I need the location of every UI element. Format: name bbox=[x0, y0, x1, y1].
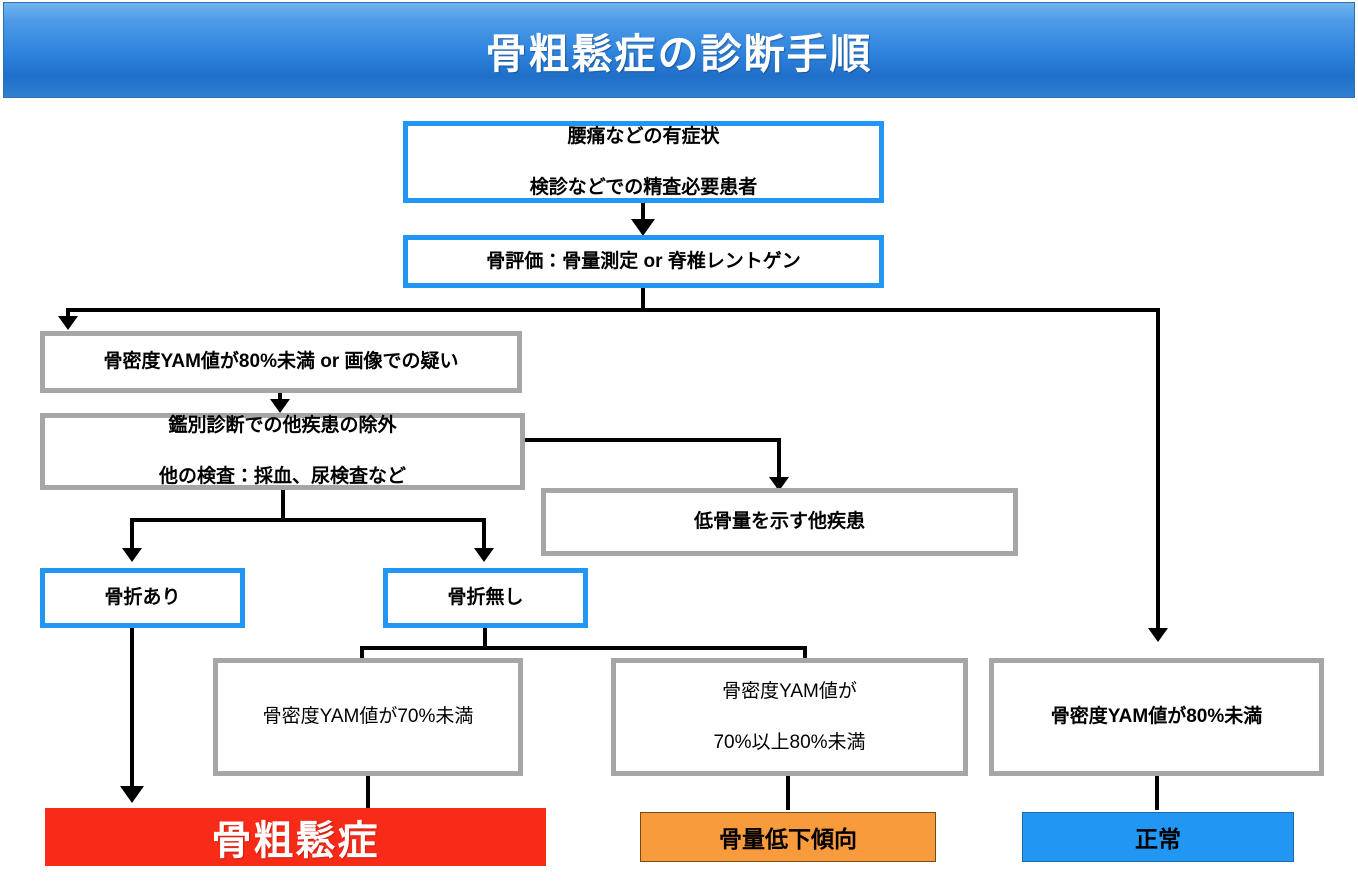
result-low-bone-mass-tendency: 骨量低下傾向 bbox=[640, 812, 936, 862]
connector-bone-evaluation-stem bbox=[641, 288, 645, 312]
arrowhead-bus-to-yam-under-80 bbox=[1148, 628, 1168, 642]
node-yam-under-80-or-imaging: 骨密度YAM値が80%未満 or 画像での疑い bbox=[40, 331, 522, 393]
node-bone-evaluation: 骨評価：骨量測定 or 脊椎レントゲン bbox=[403, 235, 884, 288]
node-differential-diagnosis: 鑑別診断での他疾患の除外 他の検査：採血、尿検査など bbox=[40, 413, 525, 490]
result-osteoporosis-label: 骨粗鬆症 bbox=[211, 819, 380, 863]
connector-differential-to-other-disease-horizontal bbox=[525, 438, 781, 442]
node-yam-under-70-line-1: 骨密度YAM値が70%未満 bbox=[262, 706, 474, 728]
connector-bus-to-yam80-imaging bbox=[66, 308, 70, 318]
node-yam-70-to-80-line-2: 70%以上80%未満 bbox=[713, 731, 866, 753]
connector-yam-under-80-to-normal bbox=[1155, 776, 1159, 810]
connector-differential-to-other-disease-vertical bbox=[777, 438, 781, 480]
node-fracture-absent: 骨折無し bbox=[383, 568, 588, 628]
node-entry-line-2: 検診などでの精査必要患者 bbox=[529, 176, 758, 198]
node-yam-under-80-or-imaging-line-1: 骨密度YAM値が80%未満 or 画像での疑い bbox=[103, 351, 459, 373]
node-yam-70-to-80-line-1: 骨密度YAM値が bbox=[722, 680, 857, 702]
result-normal-label: 正常 bbox=[1135, 826, 1181, 852]
node-yam-under-70: 骨密度YAM値が70%未満 bbox=[213, 658, 523, 776]
connector-fracture-bus bbox=[130, 518, 486, 522]
connector-fracture-absent-stem bbox=[483, 628, 487, 650]
connector-yam80-imaging-to-differential bbox=[278, 393, 282, 401]
connector-bus-to-yam-under-70 bbox=[360, 646, 364, 660]
connector-yam-70-to-80-to-low-bone-mass bbox=[786, 776, 790, 810]
connector-fracture-present-to-osteoporosis bbox=[130, 628, 134, 788]
arrowhead-bus-to-fracture-absent bbox=[474, 548, 494, 562]
node-yam-under-80-line-1: 骨密度YAM値が80%未満 bbox=[1050, 706, 1263, 728]
connector-bone-evaluation-bus bbox=[66, 308, 1160, 312]
result-normal: 正常 bbox=[1022, 812, 1294, 862]
connector-bus-to-fracture-absent bbox=[482, 518, 486, 550]
connector-bus-to-fracture-present bbox=[130, 518, 134, 550]
connector-yam-under-70-to-osteoporosis bbox=[366, 776, 370, 810]
node-other-low-bone-mass-disease-line-1: 低骨量を示す他疾患 bbox=[693, 511, 865, 533]
arrowhead-bus-to-yam80-imaging bbox=[58, 316, 78, 330]
connector-entry-to-bone-evaluation bbox=[641, 203, 645, 223]
node-fracture-present: 骨折あり bbox=[40, 568, 245, 628]
connector-fracture-absent-bus bbox=[360, 646, 807, 650]
node-yam-70-to-80: 骨密度YAM値が 70%以上80%未満 bbox=[611, 658, 968, 776]
arrowhead-bus-to-fracture-present bbox=[122, 548, 142, 562]
node-fracture-absent-line-1: 骨折無し bbox=[447, 587, 524, 609]
arrowhead-differential-to-other-disease bbox=[769, 477, 789, 491]
connector-differential-stem bbox=[281, 490, 285, 520]
result-osteoporosis: 骨粗鬆症 bbox=[45, 808, 546, 866]
node-differential-diagnosis-line-1: 鑑別診断での他疾患の除外 bbox=[168, 415, 397, 437]
connector-bus-to-yam-under-80 bbox=[1156, 308, 1160, 629]
node-entry-line-1: 腰痛などの有症状 bbox=[567, 125, 720, 147]
node-other-low-bone-mass-disease: 低骨量を示す他疾患 bbox=[541, 488, 1018, 556]
node-fracture-present-line-1: 骨折あり bbox=[104, 587, 181, 609]
node-yam-under-80: 骨密度YAM値が80%未満 bbox=[989, 658, 1324, 776]
node-differential-diagnosis-line-2: 他の検査：採血、尿検査など bbox=[158, 466, 406, 488]
connector-bus-to-yam-70-to-80 bbox=[803, 646, 807, 660]
node-bone-evaluation-line-1: 骨評価：骨量測定 or 脊椎レントゲン bbox=[486, 250, 801, 272]
arrowhead-yam80-imaging-to-differential bbox=[270, 399, 290, 413]
arrowhead-fracture-present-to-osteoporosis bbox=[120, 786, 144, 803]
page-title-banner: 骨粗鬆症の診断手順 bbox=[3, 2, 1355, 98]
arrowhead-entry-to-bone-evaluation bbox=[631, 219, 655, 236]
page-title: 骨粗鬆症の診断手順 bbox=[485, 31, 873, 77]
node-entry: 腰痛などの有症状 検診などでの精査必要患者 bbox=[403, 121, 884, 203]
result-low-bone-mass-tendency-label: 骨量低下傾向 bbox=[719, 826, 857, 852]
